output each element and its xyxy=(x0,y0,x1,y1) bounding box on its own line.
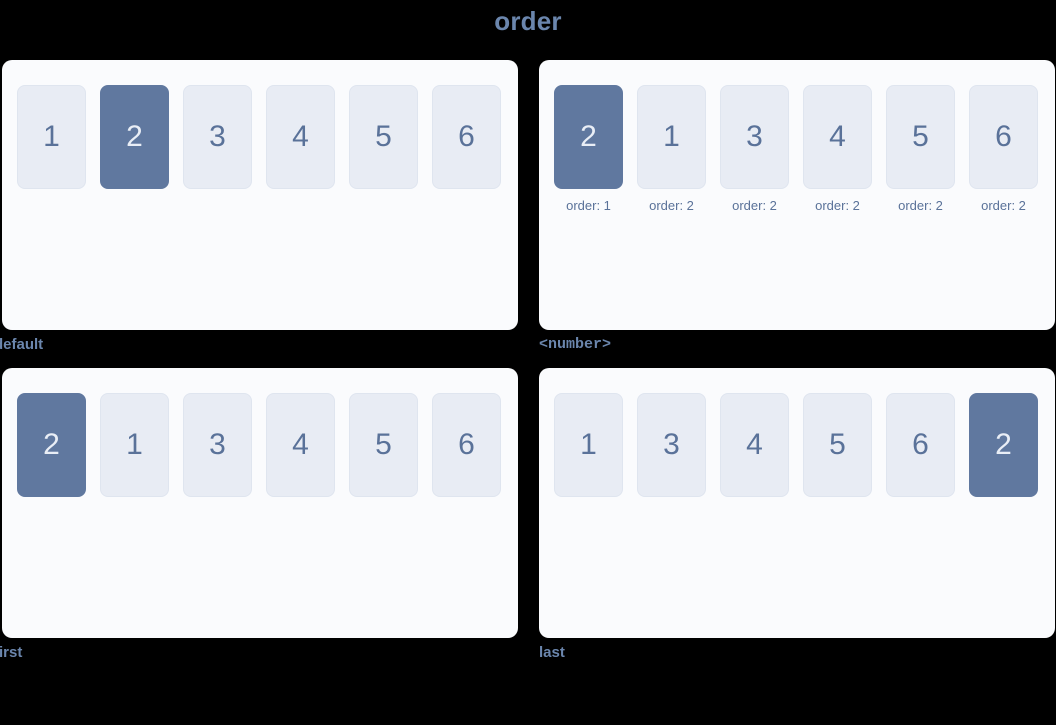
flex-item-box[interactable]: 5 xyxy=(886,85,955,189)
flex-item: 4 xyxy=(266,393,335,497)
flex-item: 1 order: 2 xyxy=(637,85,706,213)
flex-item-box[interactable]: 6 xyxy=(432,393,501,497)
demo-caption-default: default xyxy=(0,336,44,353)
flex-item-box[interactable]: 1 xyxy=(17,85,86,189)
page-title: order xyxy=(494,6,562,36)
order-value-label: order: 1 xyxy=(566,198,611,213)
flex-item-box[interactable]: 3 xyxy=(637,393,706,497)
flex-item: 2 xyxy=(100,85,169,189)
demo-caption-first: first xyxy=(0,644,23,661)
flex-item: 5 xyxy=(349,393,418,497)
flex-item: 5 order: 2 xyxy=(886,85,955,213)
flex-item: 5 xyxy=(349,85,418,189)
demo-cell-number: 2 order: 1 1 order: 2 3 order: 2 4 order: 2 5 ord… xyxy=(539,60,1055,353)
flex-item-box[interactable]: 4 xyxy=(266,85,335,189)
flex-item: 6 xyxy=(432,85,501,189)
flex-item-box[interactable]: 3 xyxy=(183,85,252,189)
flex-item-box[interactable]: 1 xyxy=(637,85,706,189)
flex-item-box[interactable]: 5 xyxy=(803,393,872,497)
flex-item: 4 xyxy=(720,393,789,497)
flex-item-box[interactable]: 1 xyxy=(100,393,169,497)
flex-item: 6 xyxy=(432,393,501,497)
order-value-label: order: 2 xyxy=(649,198,694,213)
flex-item: 2 xyxy=(969,393,1038,497)
flex-item: 6 xyxy=(886,393,955,497)
flex-item-box[interactable]: 1 xyxy=(554,393,623,497)
flex-item-box[interactable]: 6 xyxy=(886,393,955,497)
flex-item-box[interactable]: 6 xyxy=(432,85,501,189)
flex-item: 2 xyxy=(17,393,86,497)
flex-item: 3 xyxy=(183,393,252,497)
flex-item-box-highlighted[interactable]: 2 xyxy=(100,85,169,189)
flex-row: 2 order: 1 1 order: 2 3 order: 2 4 order: 2 5 ord… xyxy=(554,85,1055,213)
flex-item-box-highlighted[interactable]: 2 xyxy=(554,85,623,189)
flex-item: 4 order: 2 xyxy=(803,85,872,213)
flex-item-box[interactable]: 4 xyxy=(720,393,789,497)
flex-item-box[interactable]: 4 xyxy=(266,393,335,497)
flex-item-box[interactable]: 3 xyxy=(720,85,789,189)
order-value-label: order: 2 xyxy=(732,198,777,213)
flex-item: 6 order: 2 xyxy=(969,85,1038,213)
flex-item-box[interactable]: 3 xyxy=(183,393,252,497)
flex-item: 3 order: 2 xyxy=(720,85,789,213)
flex-item-box[interactable]: 4 xyxy=(803,85,872,189)
flex-container-number: 2 order: 1 1 order: 2 3 order: 2 4 order: 2 5 ord… xyxy=(539,60,1055,330)
flex-item: 3 xyxy=(637,393,706,497)
flex-item-box-highlighted[interactable]: 2 xyxy=(969,393,1038,497)
order-value-label: order: 2 xyxy=(815,198,860,213)
flex-item-box[interactable]: 5 xyxy=(349,393,418,497)
flex-item-box[interactable]: 6 xyxy=(969,85,1038,189)
demo-caption-last: last xyxy=(539,644,565,661)
flex-item: 2 order: 1 xyxy=(554,85,623,213)
order-value-label: order: 2 xyxy=(898,198,943,213)
flex-item: 3 xyxy=(183,85,252,189)
order-value-label: order: 2 xyxy=(981,198,1026,213)
flex-item: 1 xyxy=(100,393,169,497)
flex-item: 1 xyxy=(554,393,623,497)
flex-item-box-highlighted[interactable]: 2 xyxy=(17,393,86,497)
flex-item: 5 xyxy=(803,393,872,497)
demo-caption-number: <number> xyxy=(539,336,612,353)
flex-item: 4 xyxy=(266,85,335,189)
flex-item-box[interactable]: 5 xyxy=(349,85,418,189)
flex-item: 1 xyxy=(17,85,86,189)
